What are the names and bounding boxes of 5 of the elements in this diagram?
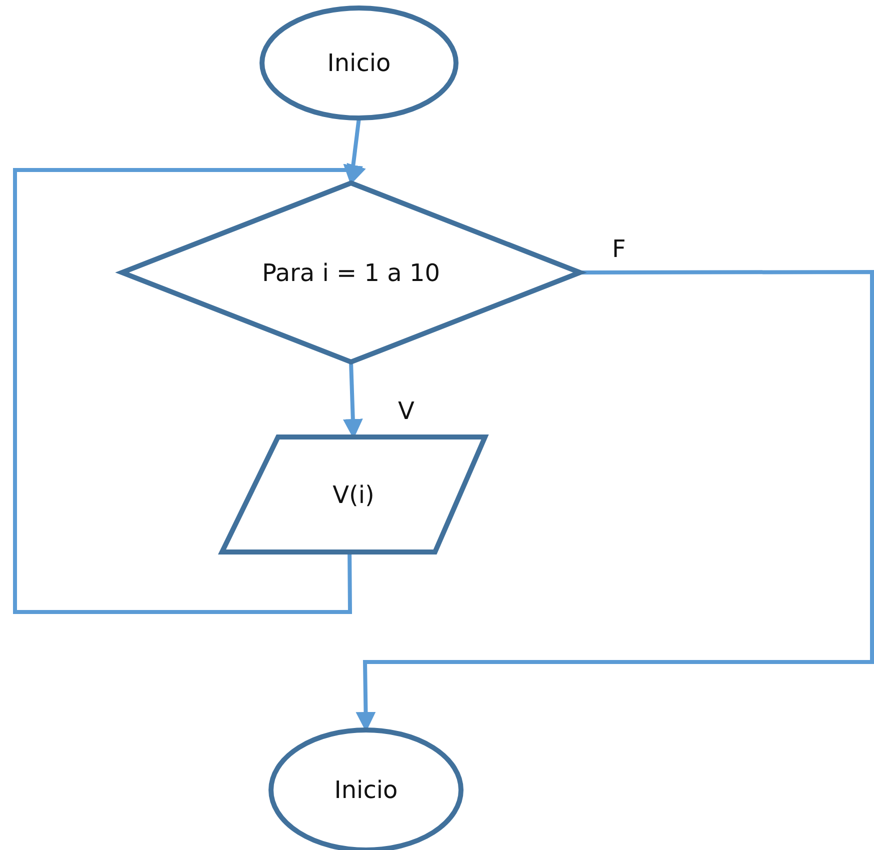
node-text: Inicio [333,774,399,806]
arrow [13,162,366,614]
node-text: Inicio [326,48,392,79]
node-text: V(i) [332,479,376,510]
node-text: Para i = 1 a 10 [260,257,442,288]
